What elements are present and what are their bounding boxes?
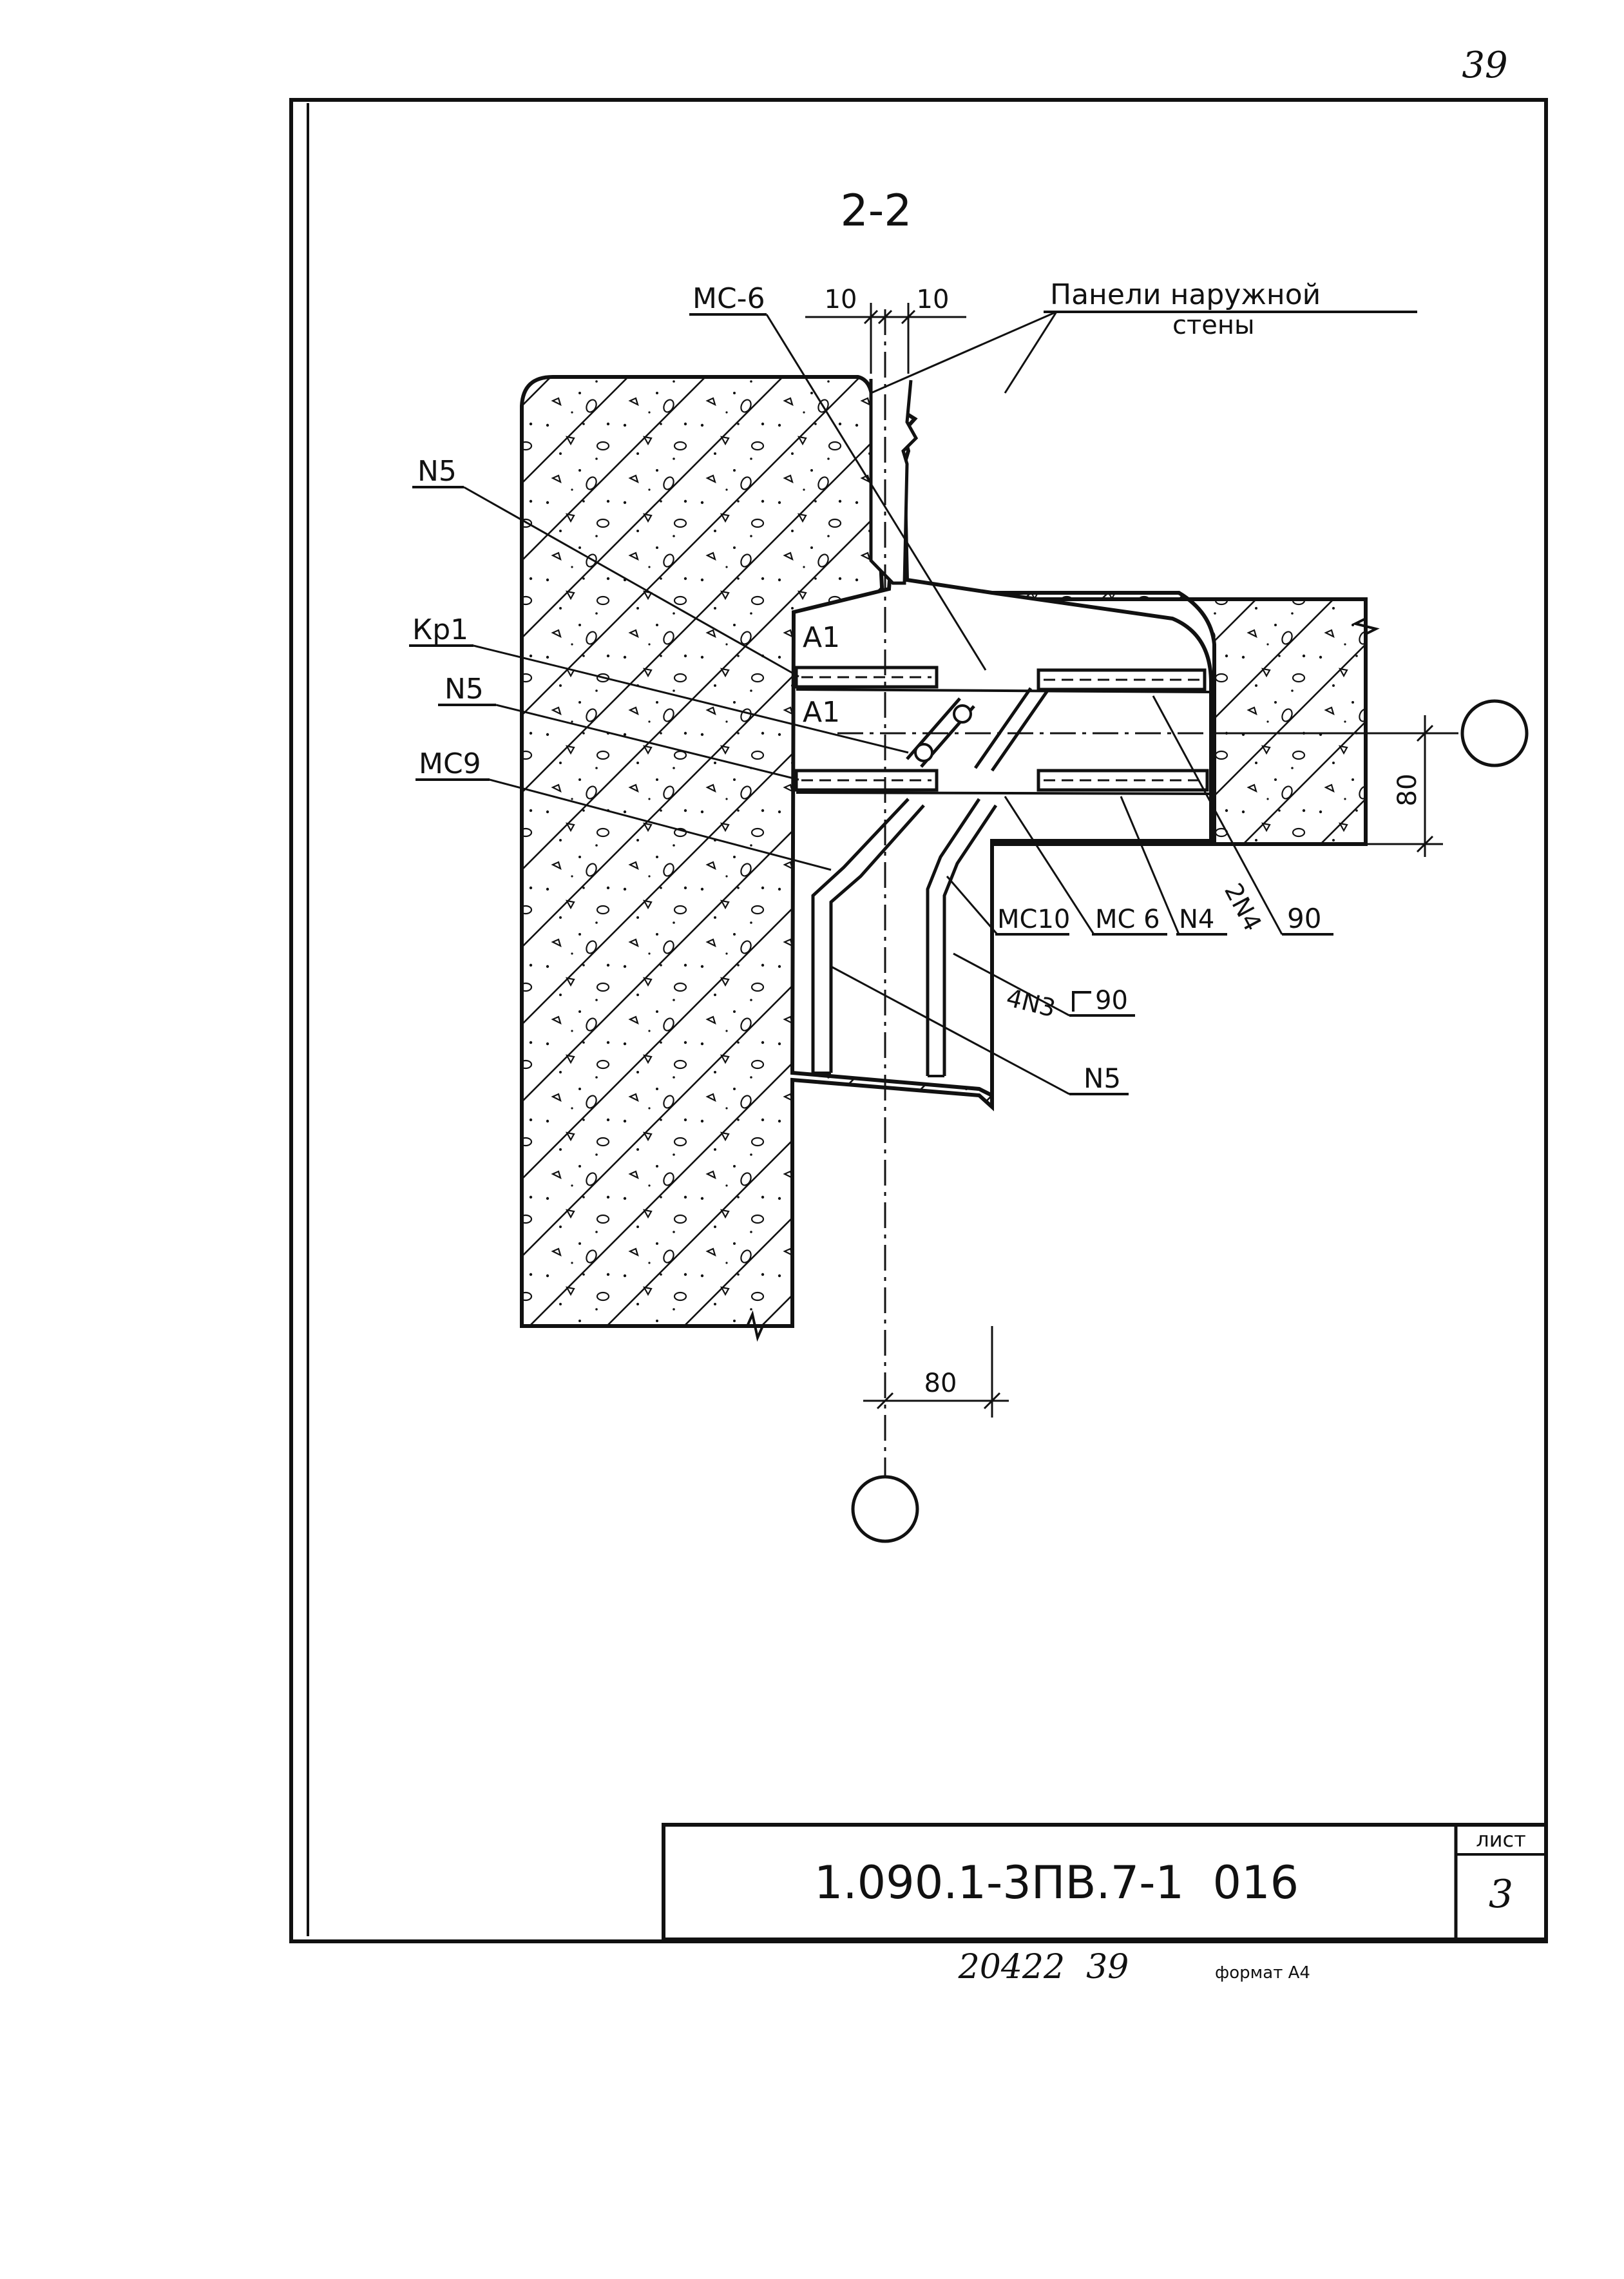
sheet-label: лист [1476,1827,1525,1852]
leader-n4 [1120,796,1180,935]
dim-gap-slash-right [901,309,916,325]
leader-panels-right [1004,311,1058,394]
leader-2n4 [1152,695,1283,935]
title-block [662,1823,1548,1941]
dim-80-vertical-slash-bottom [1416,835,1434,853]
bent-rod-left [811,798,925,1073]
label-4n3: 4N3 [1004,983,1058,1023]
label-mc9: МС9 [419,747,481,780]
diagonal-bar-center [973,687,1049,772]
break-mark-right [1352,617,1380,635]
leader-panels-left [870,311,1057,394]
dim-80-vertical-slash-top [1416,724,1434,742]
axis-marker-right [1460,699,1529,767]
break-mark-bottom [746,1310,764,1342]
leader-mc10 [946,876,998,935]
label-kp1: Кр1 [412,613,468,646]
bolt-hole-lower [914,743,933,762]
paper-format: формат А4 [1215,1963,1310,1983]
bolt-hole-upper [953,704,972,724]
label-n4: N4 [1179,905,1214,934]
leader-n5-bottom [830,965,1070,1095]
dim-80-horizontal-slash-right [983,1392,1001,1410]
label-90-bent: 90 [1095,986,1128,1015]
page-number: 39 [1462,44,1507,86]
document-code: 1.090.1-3ПВ.7-1 016 [814,1856,1299,1909]
label-n5-bottom: N5 [1084,1063,1121,1094]
label-mc6-top: МС-6 [693,282,765,315]
inventory-number: 20422 39 [958,1948,1129,1986]
dim-80-horizontal-value: 80 [924,1369,957,1398]
label-n5-top: N5 [417,455,457,488]
label-a1-upper: А1 [803,621,840,654]
dim-gap-right-value: 10 [917,285,950,314]
leader-mc6-bottom [1004,796,1095,935]
panel-joint-slot [869,379,919,585]
dim-80-vertical-value: 80 [1393,774,1422,807]
label-mc6-bottom: МС 6 [1095,905,1160,934]
bent-symbol [1072,991,1091,1012]
leader-n5-top [463,486,799,678]
label-panels-line2: стены [1172,311,1255,340]
label-panels-line1: Панели наружной [1050,278,1321,311]
plate-lower-connector [796,791,1212,795]
dim-80-horizontal-slash-left [876,1392,894,1410]
label-a1-lower: А1 [803,696,840,729]
label-2n4: 2N4 [1219,879,1267,936]
axis-marker-bottom [851,1475,919,1543]
dim-gap-left-value: 10 [825,285,857,314]
leader-kp1 [473,644,909,754]
leader-n5-mid [495,704,799,781]
sheet-number: 3 [1489,1872,1513,1917]
leader-4n3 [953,952,1070,1017]
leader-mc6-top [765,314,987,671]
leader-mc9 [489,778,832,871]
section-title: 2-2 [840,186,912,236]
label-90-right: 90 [1287,903,1321,934]
dim-gap-slash-center [877,309,893,325]
dim-gap-slash-left [863,309,879,325]
label-mc10: МС10 [997,905,1070,934]
label-n5-mid: N5 [444,673,484,706]
plate-upper-connector [796,688,1212,693]
